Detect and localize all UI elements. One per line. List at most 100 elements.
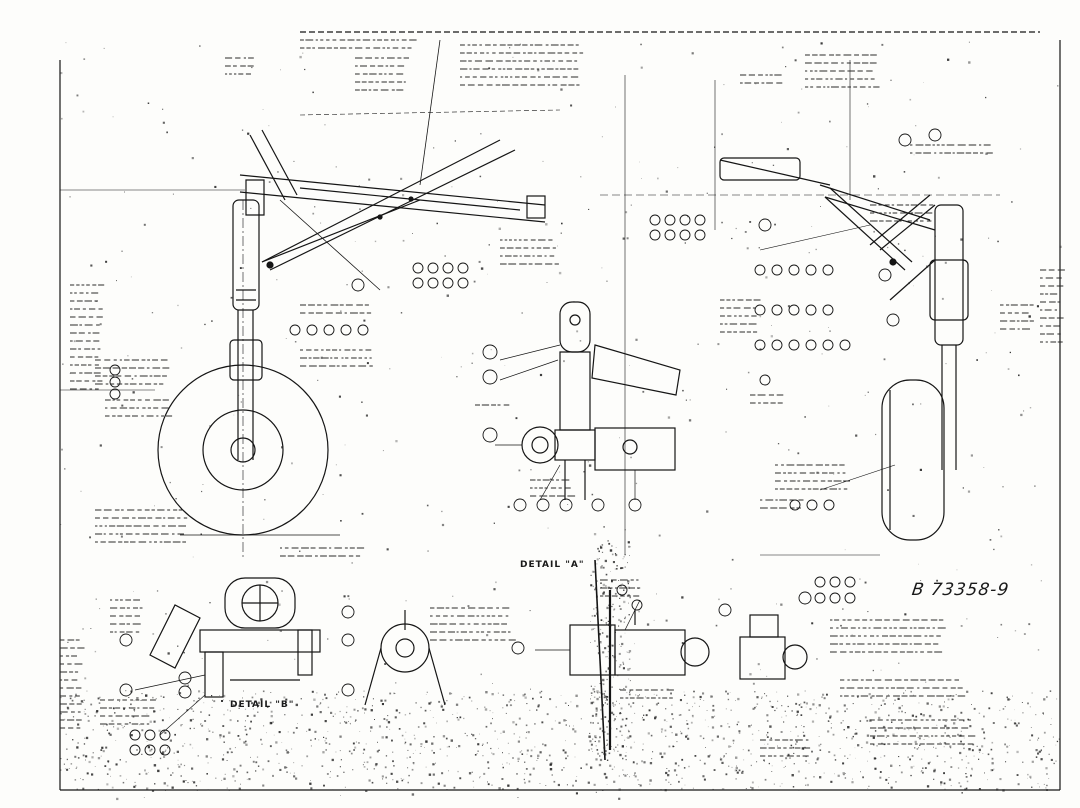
noise-speck: [881, 742, 883, 744]
noise-speck: [606, 744, 608, 746]
noise-speck: [599, 727, 602, 730]
noise-speck: [435, 762, 436, 764]
noise-speck: [264, 499, 266, 501]
noise-speck: [130, 703, 132, 706]
noise-speck: [513, 693, 515, 696]
noise-speck: [884, 729, 887, 732]
noise-speck: [1016, 750, 1019, 754]
noise-speck: [887, 246, 889, 249]
noise-speck: [1006, 745, 1009, 748]
noise-speck: [625, 759, 627, 761]
noise-speck: [528, 780, 531, 783]
noise-speck: [655, 703, 658, 706]
noise-speck: [119, 775, 122, 777]
noise-speck: [1009, 351, 1011, 354]
noise-speck: [363, 690, 365, 692]
noise-speck: [317, 379, 319, 381]
noise-speck: [428, 702, 431, 705]
noise-speck: [602, 651, 605, 654]
noise-speck: [731, 558, 734, 561]
noise-speck: [793, 763, 795, 765]
noise-speck: [384, 699, 387, 702]
noise-speck: [212, 699, 213, 701]
noise-speck: [596, 563, 598, 565]
noise-speck: [143, 797, 145, 798]
noise-speck: [537, 69, 540, 72]
noise-speck: [908, 729, 910, 731]
noise-speck: [261, 706, 263, 707]
noise-speck: [200, 724, 201, 726]
noise-speck: [769, 725, 772, 728]
noise-speck: [774, 709, 776, 712]
noise-speck: [451, 186, 453, 188]
noise-speck: [883, 755, 886, 757]
noise-speck: [563, 767, 565, 769]
noise-speck: [949, 745, 952, 748]
noise-speck: [873, 175, 876, 178]
noise-speck: [725, 431, 727, 433]
noise-speck: [612, 616, 614, 618]
noise-speck: [601, 730, 604, 733]
noise-speck: [968, 41, 970, 43]
noise-speck: [511, 704, 513, 706]
noise-speck: [650, 734, 653, 737]
noise-speck: [982, 753, 984, 754]
noise-speck: [507, 742, 509, 744]
noise-speck: [176, 694, 178, 695]
noise-speck: [432, 773, 435, 776]
noise-speck: [769, 700, 771, 703]
noise-speck: [678, 780, 680, 783]
noise-speck: [653, 619, 655, 621]
noise-speck: [879, 771, 882, 773]
noise-speck: [682, 389, 684, 392]
noise-speck: [509, 47, 511, 49]
noise-speck: [451, 693, 453, 695]
noise-speck: [741, 771, 744, 774]
noise-speck: [735, 778, 737, 780]
noise-speck: [849, 754, 851, 756]
noise-speck: [634, 772, 636, 774]
noise-speck: [146, 741, 148, 742]
noise-speck: [764, 778, 767, 781]
noise-speck: [667, 416, 671, 419]
noise-speck: [493, 588, 496, 591]
noise-speck: [365, 414, 368, 417]
noise-speck: [1007, 368, 1010, 370]
noise-speck: [406, 757, 408, 759]
noise-speck: [611, 686, 613, 688]
noise-speck: [626, 237, 629, 240]
noise-speck: [611, 580, 613, 583]
noise-speck: [796, 710, 799, 713]
noise-speck: [172, 772, 174, 774]
noise-speck: [133, 785, 136, 788]
noise-speck: [702, 692, 705, 695]
noise-speck: [593, 533, 597, 536]
noise-speck: [223, 713, 225, 716]
noise-speck: [608, 657, 610, 659]
noise-speck: [339, 750, 341, 752]
noise-speck: [169, 717, 170, 719]
noise-speck: [590, 621, 591, 622]
noise-speck: [321, 765, 324, 767]
noise-speck: [689, 399, 691, 401]
noise-speck: [880, 756, 882, 758]
noise-speck: [922, 255, 924, 257]
noise-speck: [618, 652, 621, 655]
noise-speck: [239, 738, 241, 741]
noise-speck: [1029, 706, 1031, 708]
noise-speck: [629, 735, 632, 738]
noise-speck: [620, 725, 623, 728]
noise-speck: [308, 728, 311, 731]
noise-speck: [987, 753, 990, 756]
noise-speck: [276, 753, 278, 755]
noise-speck: [433, 736, 435, 738]
noise-speck: [312, 212, 315, 215]
noise-speck: [226, 760, 228, 761]
noise-speck: [476, 708, 478, 710]
noise-speck: [246, 771, 249, 774]
noise-speck: [851, 781, 854, 784]
noise-speck: [631, 722, 633, 724]
noise-speck: [426, 504, 429, 507]
noise-speck: [857, 696, 859, 698]
noise-speck: [579, 340, 582, 342]
